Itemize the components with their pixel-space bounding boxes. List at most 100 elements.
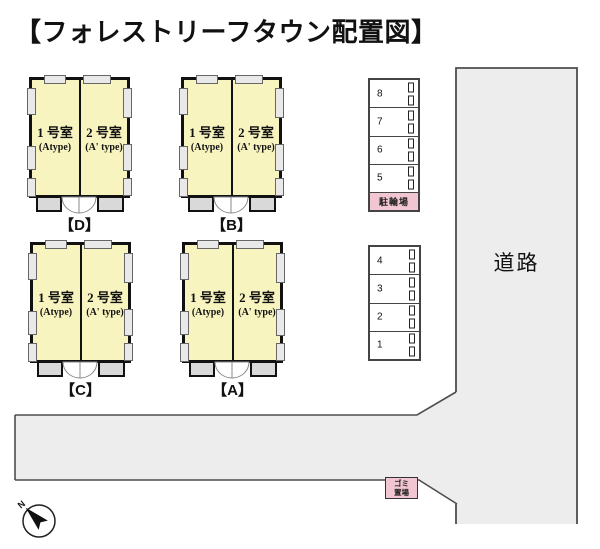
porch-left <box>189 361 215 377</box>
room-2: 2 号室 (A' type) <box>82 245 128 360</box>
wheel-stop-icon <box>408 82 414 106</box>
window-icon <box>179 88 188 115</box>
window-icon <box>275 178 284 196</box>
porch-right <box>250 361 277 377</box>
wheel-stop-icon <box>409 333 415 357</box>
parking-stall: 3 <box>370 275 419 304</box>
wheel-stop-icon <box>409 249 415 273</box>
stall-number: 8 <box>377 88 383 100</box>
building-label: 【D】 <box>59 217 100 234</box>
parking-lower: 4 3 2 1 <box>368 245 421 361</box>
room-number: 1 号室 <box>38 290 74 305</box>
window-icon <box>276 253 285 283</box>
room-number: 2 号室 <box>87 290 123 305</box>
wheel-stop-icon <box>409 277 415 301</box>
page-title: 【フォレストリーフタウン配置図】 <box>15 17 438 47</box>
porch-left <box>37 361 63 377</box>
room-number: 2 号室 <box>86 125 122 140</box>
porch-left <box>188 196 214 212</box>
building-B: 1 号室 (Atype) 2 号室 (A' type) 【B】 <box>179 75 284 234</box>
room-number: 2 号室 <box>239 290 275 305</box>
road-label: 道路 <box>493 252 540 275</box>
window-icon <box>276 309 285 336</box>
window-icon <box>123 88 132 118</box>
stall-number: 7 <box>377 116 383 128</box>
room-number: 1 号室 <box>189 125 225 140</box>
room-2: 2 号室 (A' type) <box>234 245 280 360</box>
window-icon <box>276 343 285 361</box>
building-D: 1 号室 (Atype) 2 号室 (A' type) 【D】 <box>27 75 132 234</box>
stall-number: 3 <box>377 283 383 295</box>
stall-number: 4 <box>377 255 383 267</box>
window-icon <box>196 75 218 84</box>
building-label: 【B】 <box>211 217 252 234</box>
window-icon <box>180 311 189 335</box>
window-icon <box>180 343 189 362</box>
driveway <box>15 392 456 504</box>
window-icon <box>28 253 37 280</box>
entry-door-arcs-icon <box>214 361 250 379</box>
parking-stall: 2 <box>370 303 419 332</box>
window-icon <box>123 178 132 196</box>
compass-north-icon: N <box>16 499 56 538</box>
window-icon <box>275 144 284 171</box>
window-icon <box>44 75 66 84</box>
parking-stall: 1 <box>370 331 419 359</box>
window-icon <box>275 88 284 118</box>
stall-number: 1 <box>377 339 383 351</box>
room-type: (A' type) <box>85 142 123 153</box>
room-type: (A' type) <box>237 142 275 153</box>
window-icon <box>197 240 219 249</box>
stall-number: 5 <box>377 172 383 184</box>
road-vertical <box>456 68 577 524</box>
entry-door-arcs-icon <box>62 361 98 379</box>
parking-stall: 8 <box>370 80 418 109</box>
window-icon <box>179 178 188 197</box>
room-number: 2 号室 <box>238 125 274 140</box>
window-icon <box>27 88 36 115</box>
building-C: 1 号室 (Atype) 2 号室 (A' type) 【C】 <box>28 240 133 399</box>
unit-divider-wall <box>230 80 233 195</box>
window-icon <box>236 240 264 249</box>
window-icon <box>28 311 37 335</box>
garbage-label-line1: ゴミ <box>394 478 409 488</box>
room-type: (Atype) <box>190 142 224 153</box>
room-number: 1 号室 <box>37 125 73 140</box>
room-type: (A' type) <box>238 307 276 318</box>
window-icon <box>123 144 132 171</box>
window-icon <box>179 146 188 170</box>
room-2: 2 号室 (A' type) <box>233 80 279 195</box>
building-label: 【C】 <box>60 382 101 399</box>
garbage-label-line2: 置場 <box>394 488 409 497</box>
bicycle-parking-label: 駐輪場 <box>370 193 418 210</box>
window-icon <box>83 75 111 84</box>
porch-right <box>97 196 124 212</box>
wheel-stop-icon <box>408 110 414 134</box>
parking-stall: 7 <box>370 108 418 137</box>
porch-right <box>98 361 125 377</box>
building-A: 1 号室 (Atype) 2 号室 (A' type) 【A】 <box>180 240 285 399</box>
window-icon <box>124 253 133 283</box>
entry-door-arcs-icon <box>61 196 97 214</box>
wheel-stop-icon <box>409 305 415 329</box>
room-1: 1 号室 (Atype) <box>185 245 231 360</box>
building-label: 【A】 <box>212 382 253 399</box>
window-icon <box>27 178 36 197</box>
unit-divider-wall <box>231 245 234 360</box>
window-icon <box>235 75 263 84</box>
window-icon <box>180 253 189 280</box>
wheel-stop-icon <box>408 138 414 162</box>
unit-divider-wall <box>78 80 81 195</box>
room-2: 2 号室 (A' type) <box>81 80 127 195</box>
room-type: (A' type) <box>86 307 124 318</box>
window-icon <box>45 240 67 249</box>
room-1: 1 号室 (Atype) <box>32 80 78 195</box>
room-number: 1 号室 <box>190 290 226 305</box>
stall-number: 6 <box>377 144 383 156</box>
parking-stall: 4 <box>370 247 419 276</box>
parking-stall: 5 <box>370 164 418 193</box>
window-icon <box>84 240 112 249</box>
window-icon <box>124 343 133 361</box>
